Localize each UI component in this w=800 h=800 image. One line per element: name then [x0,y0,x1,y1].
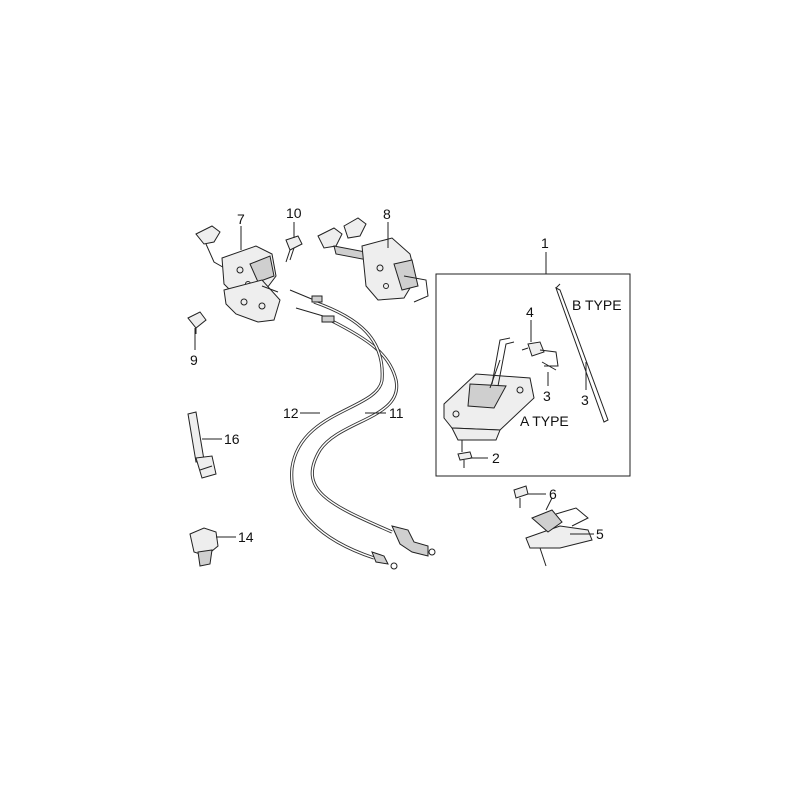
label-b-type: B TYPE [572,297,622,313]
part-5-hood-catch [525,497,593,567]
callout-14: 14 [238,529,254,545]
callout-2: 2 [492,450,500,466]
callout-9: 9 [190,352,198,368]
callout-11: 11 [389,405,404,421]
callout-6: 6 [549,486,557,502]
part-14-grommet [189,527,219,567]
callout-10: 10 [286,205,302,221]
part-11-12-release-cables [289,289,436,570]
part-1-release-handle [443,337,535,452]
callout-8: 8 [383,206,391,222]
callout-5: 5 [596,526,604,542]
part-10-bolt [285,235,303,263]
label-a-type: A TYPE [520,413,569,429]
part-2-screw [457,451,473,468]
assembly-1-frame [435,273,631,477]
part-3-rod-a [539,349,559,371]
part-6-bolt [513,485,529,508]
callout-3b: 3 [581,392,589,408]
part-8-hood-latch-right [317,217,429,303]
part-4-nut [521,341,545,357]
callout-7: 7 [237,211,245,227]
part-16-cable-tie [187,411,217,479]
callout-4: 4 [526,304,534,320]
callout-1: 1 [541,235,549,251]
leader-a-type [489,359,501,389]
callout-3a: 3 [543,388,551,404]
part-3-rod-b [555,283,609,423]
callout-12: 12 [283,405,299,421]
callout-16: 16 [224,431,240,447]
part-9-clip [187,311,207,334]
part-7-hood-latch-left [195,225,281,323]
